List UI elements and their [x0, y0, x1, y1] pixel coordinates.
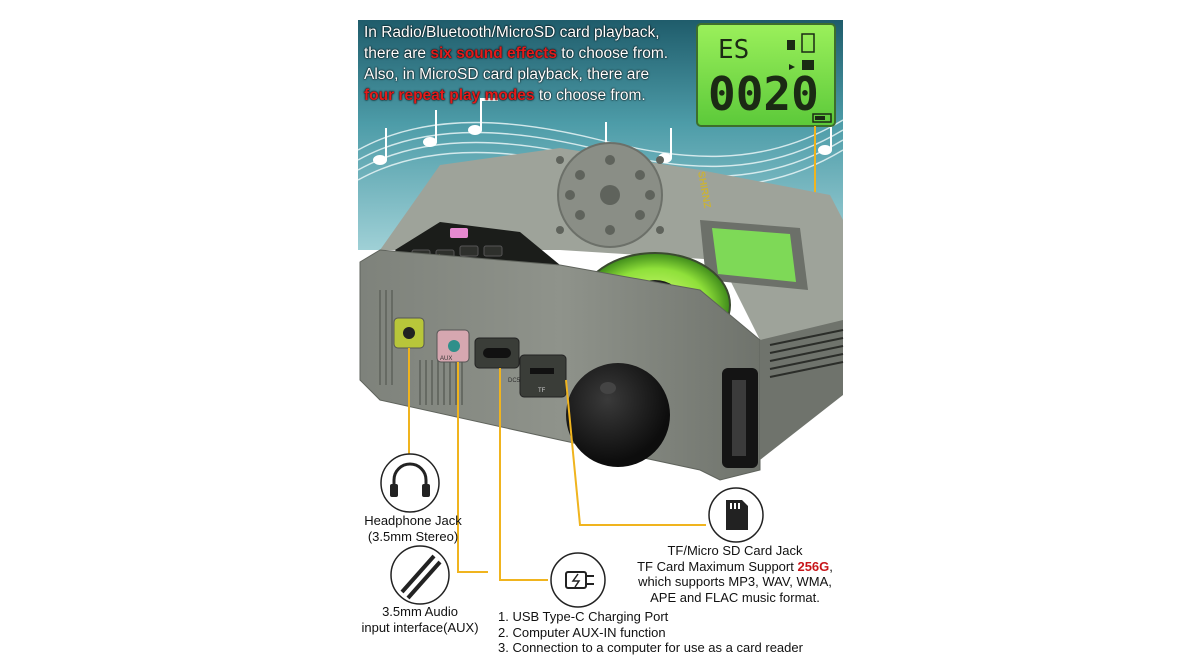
headline-line-4-highlight: four repeat play modes	[364, 87, 535, 104]
card-caption-line-1: TF/Micro SD Card Jack	[667, 543, 803, 558]
device-screen	[712, 228, 796, 282]
headphone-icon	[380, 453, 440, 513]
headphone-caption-line-1: Headphone Jack	[364, 513, 462, 528]
lcd-display-inset: ES 0020	[696, 23, 836, 127]
callout-lines	[408, 348, 706, 581]
card-caption: TF/Micro SD Card Jack TF Card Maximum Su…	[610, 543, 860, 605]
headline-line-3: Also, in MicroSD card playback, there ar…	[364, 66, 650, 83]
usb-caption-line-3: 3. Connection to a computer for use as a…	[498, 640, 803, 655]
headline-line-4: four repeat play modes to choose from.	[364, 85, 696, 106]
aux-cable-icon	[390, 545, 450, 605]
tf-card-slot	[519, 354, 567, 398]
usb-charging-icon	[550, 552, 606, 608]
headline-text: In Radio/Bluetooth/MicroSD card playback…	[364, 22, 696, 106]
usb-label: DC5V	[508, 378, 524, 384]
card-caption-capacity: 256G	[797, 558, 830, 574]
aux-label: AUX	[440, 356, 452, 362]
headphone-caption-line-2: (3.5mm Stereo)	[367, 528, 459, 544]
lcd-time-text: 0020	[708, 67, 819, 121]
usb-caption-line-1: 1. USB Type-C Charging Port	[498, 609, 669, 624]
card-caption-line-2: TF Card Maximum Support 256G,	[610, 559, 860, 575]
headline-line-2-highlight: six sound effects	[430, 45, 557, 62]
volume-knob	[566, 363, 670, 467]
card-label: TF	[538, 388, 546, 394]
side-grille	[769, 329, 844, 378]
headline-line-2: there are six sound effects to choose fr…	[364, 43, 696, 64]
radio-device: SHIRNZ	[359, 142, 844, 481]
speaker-holes	[556, 155, 664, 235]
usb-caption-line-2: 2. Computer AUX-IN function	[498, 624, 666, 640]
lcd-top-text: ES	[718, 35, 749, 65]
aux-caption-line-2: input interface(AUX)	[361, 619, 479, 635]
aux-caption: 3.5mm Audio input interface(AUX)	[340, 604, 500, 635]
headline-line-1: In Radio/Bluetooth/MicroSD card playback…	[364, 24, 660, 41]
card-caption-line-4: APE and FLAC music format.	[650, 589, 820, 605]
card-caption-line-2-post: ,	[829, 558, 833, 574]
front-vents	[379, 290, 463, 405]
headline-line-4-post: to choose from.	[534, 87, 646, 104]
aux-caption-line-1: 3.5mm Audio	[382, 604, 458, 619]
headphone-caption: Headphone Jack (3.5mm Stereo)	[345, 513, 481, 544]
card-caption-line-3: which supports MP3, WAV, WMA,	[638, 574, 832, 589]
card-caption-line-2-pre: TF Card Maximum Support	[637, 558, 798, 574]
headline-line-2-pre: there are	[364, 45, 431, 62]
headline-line-2-post: to choose from.	[556, 45, 669, 62]
usb-caption: 1. USB Type-C Charging Port 2. Computer …	[498, 609, 838, 656]
sd-card-icon	[708, 487, 764, 543]
